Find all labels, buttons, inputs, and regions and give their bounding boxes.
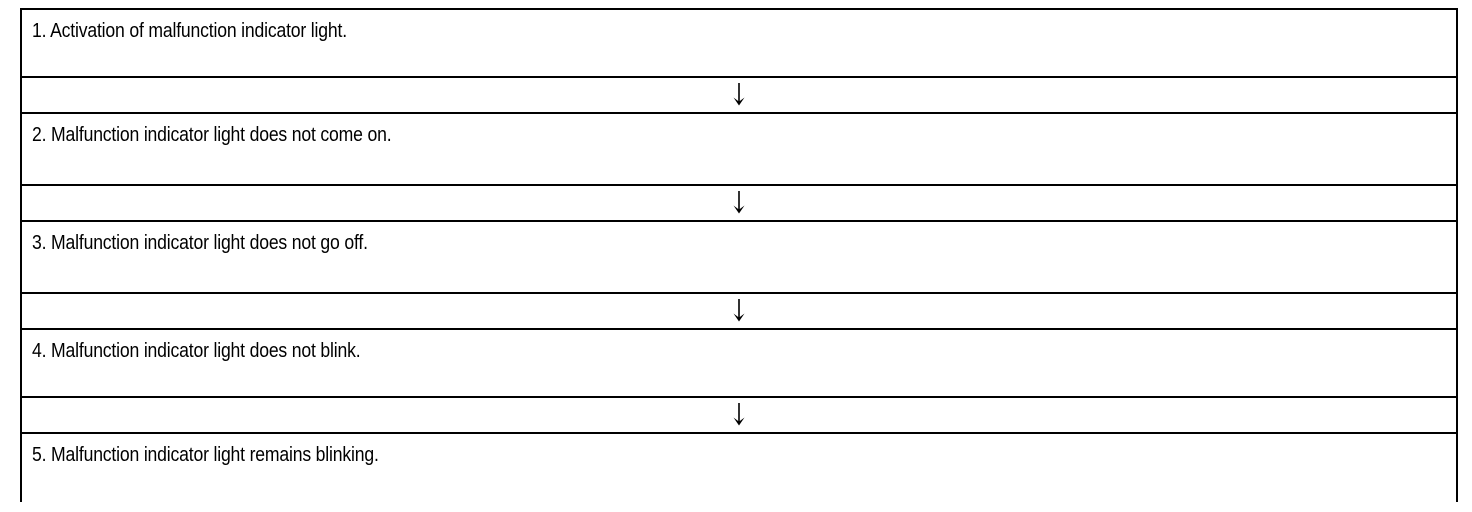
flow-step-2-label: 2. Malfunction indicator light does not … <box>32 124 392 146</box>
down-arrow-icon <box>732 83 746 107</box>
flow-connector-2 <box>22 184 1456 220</box>
flow-step-4: 4. Malfunction indicator light does not … <box>22 328 1456 396</box>
down-arrow-icon <box>732 191 746 215</box>
flow-connector-3 <box>22 292 1456 328</box>
flow-connector-1 <box>22 76 1456 112</box>
flow-step-5: 5. Malfunction indicator light remains b… <box>22 432 1456 506</box>
flow-step-5-label: 5. Malfunction indicator light remains b… <box>32 444 379 466</box>
flowchart-container: 1. Activation of malfunction indicator l… <box>20 8 1458 506</box>
flow-step-2: 2. Malfunction indicator light does not … <box>22 112 1456 184</box>
flow-connector-4 <box>22 396 1456 432</box>
down-arrow-icon <box>732 299 746 323</box>
flow-step-1: 1. Activation of malfunction indicator l… <box>22 10 1456 76</box>
flow-step-4-label: 4. Malfunction indicator light does not … <box>32 340 361 362</box>
down-arrow-icon <box>732 403 746 427</box>
flow-step-3: 3. Malfunction indicator light does not … <box>22 220 1456 292</box>
flow-step-3-label: 3. Malfunction indicator light does not … <box>32 232 368 254</box>
flow-step-1-label: 1. Activation of malfunction indicator l… <box>32 20 347 42</box>
